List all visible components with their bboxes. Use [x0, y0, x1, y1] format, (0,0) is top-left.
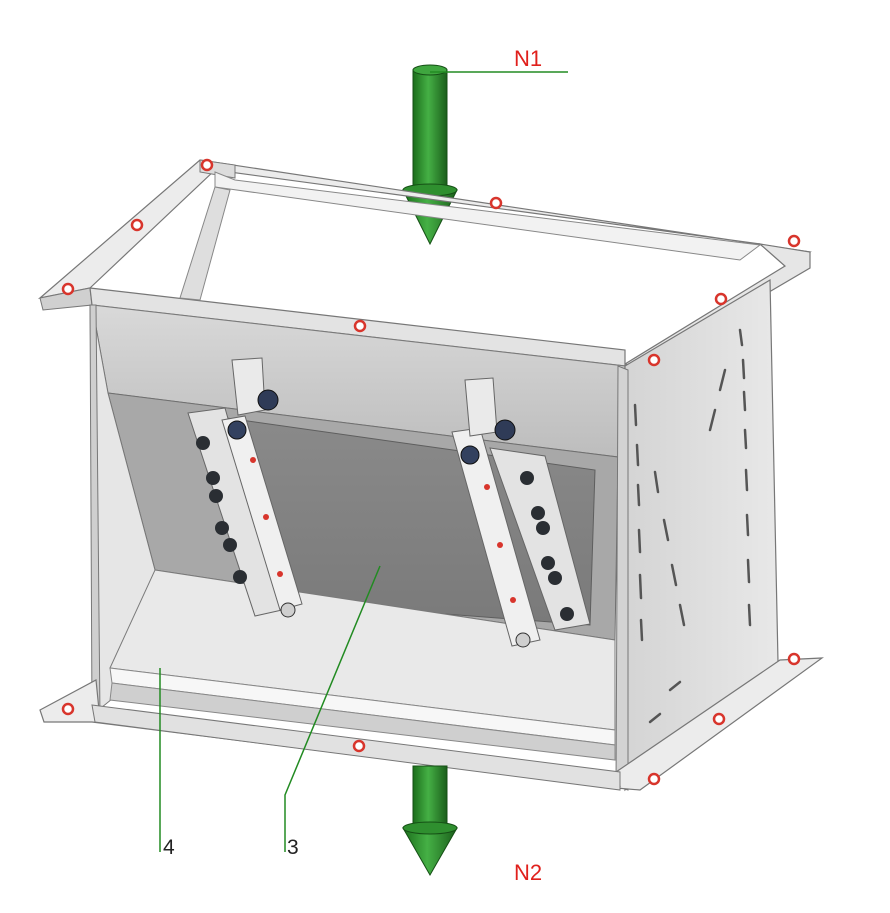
hex-bolt-icon [520, 471, 574, 621]
label-n2: N2 [514, 860, 542, 885]
upper-throat [179, 171, 762, 301]
label-part4: 4 [163, 836, 175, 859]
bottom-trough [109, 569, 616, 761]
right-side-wall [615, 278, 779, 792]
leader-lines [159, 71, 568, 852]
label-n1: N1 [514, 46, 542, 71]
outlet-flow-arrow [402, 765, 458, 877]
left-bearing-bracket [187, 357, 303, 618]
leader-part3 [284, 565, 381, 852]
bolt-hole-icon [61, 158, 801, 786]
label-part3: 3 [287, 836, 299, 859]
right-bearing-bracket [451, 377, 591, 648]
hex-bolt-icon [196, 436, 247, 584]
